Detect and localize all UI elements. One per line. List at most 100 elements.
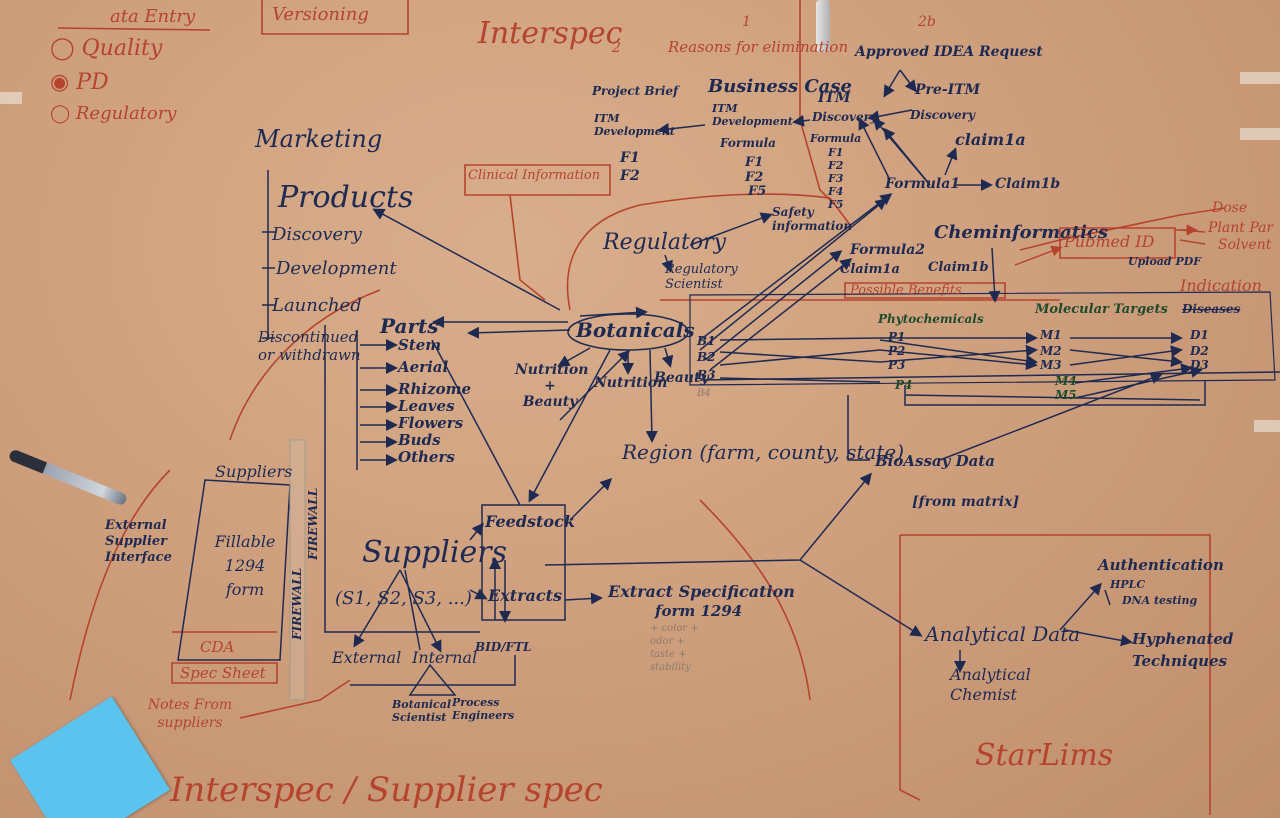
plant-part-label: Plant Par (1208, 220, 1274, 236)
claim1b-label-2: Claim1b (928, 260, 989, 275)
f1-label-b: F1 (745, 155, 764, 170)
formula2-label: Formula2 (850, 242, 926, 258)
tape-strip (1254, 420, 1280, 432)
regulatory-heading: Regulatory (603, 230, 727, 255)
starlims-heading: StarLims (975, 738, 1114, 773)
external-supplier-interface-label: External Supplier Interface (105, 518, 172, 565)
feedstock-label: Feedstock (485, 512, 575, 531)
discovery-label: Discovery (812, 110, 877, 124)
products-heading: Products (278, 180, 414, 215)
from-matrix-label: [from matrix] (912, 494, 1020, 510)
firewall-label: FIREWALL (290, 567, 304, 640)
parts-heading: Parts (380, 314, 439, 338)
f1-label: F1 (620, 150, 640, 166)
cda-label: CDA (200, 638, 235, 656)
reasons-label: Reasons for elimination (668, 38, 849, 56)
region-heading: Region (farm, county, state) (622, 440, 905, 464)
p2-label: P2 (888, 344, 906, 358)
hyphenated-techniques-label: Hyphenated Techniques (1132, 630, 1234, 670)
upload-pdf-label: Upload PDF (1128, 255, 1202, 268)
tape-strip (1240, 128, 1280, 140)
molecular-targets-label: Molecular Targets (1035, 302, 1168, 317)
cheminformatics-heading: Cheminformatics (934, 222, 1109, 243)
solvent-label: Solvent (1218, 237, 1272, 253)
hplc-label: HPLC (1110, 578, 1146, 591)
interspec-bottom-title: Interspec / Supplier spec (170, 770, 603, 810)
part-aerial: Aerial (398, 358, 449, 376)
radio-icon: ◯ (50, 36, 82, 61)
extract-specification-label: Extract Specification (608, 582, 795, 601)
possible-benefits-label: Possible Benefits (850, 283, 962, 298)
external-label: External (332, 648, 402, 667)
analytical-chemist-label: Analytical Chemist (950, 665, 1031, 704)
d1-label: D1 (1190, 328, 1209, 342)
part-leaves: Leaves (398, 397, 455, 415)
itm-development-label-2: ITM Development (594, 112, 675, 138)
launched-stage: Launched (272, 295, 362, 316)
radio-selected-icon: ◉ (50, 70, 77, 95)
pre-itm-label: Pre-ITM (915, 82, 981, 98)
tape-strip (0, 92, 22, 104)
part-rhizome: Rhizome (398, 380, 472, 398)
f2-label: F2 (620, 168, 640, 184)
formula-list-c: F1 F2 F3 F4 F5 (828, 146, 844, 211)
bid-ftl-label: BID/FTL (475, 640, 532, 654)
fillable-form-label: Fillable 1294 form (214, 532, 276, 599)
formula1-label: Formula1 (885, 176, 961, 192)
claim1a-label-2: Claim1a (840, 262, 900, 277)
diseases-label: Diseases (1182, 302, 1241, 316)
regulatory-option[interactable]: ◯ Regulatory (50, 103, 177, 124)
p4-label: P4 (895, 378, 913, 392)
development-stage: Development (276, 258, 397, 279)
m1-label: M1 (1040, 328, 1062, 342)
authentication-label: Authentication (1098, 556, 1224, 574)
m2-label: M2 (1040, 344, 1062, 358)
part-others: Others (398, 448, 455, 466)
notes-from-suppliers-label: Notes From suppliers (147, 697, 233, 731)
project-brief-label: Project Brief (592, 84, 679, 98)
interspec-top-title: Interspec (478, 16, 623, 51)
part-stem: Stem (398, 336, 442, 354)
discovery-stage: Discovery (272, 224, 362, 245)
d2-label: D2 (1190, 344, 1209, 358)
bioassay-label: BioAssay Data (875, 452, 995, 470)
pd-option[interactable]: ◉ PD (50, 70, 109, 95)
push-pin (816, 0, 830, 52)
part-buds: Buds (398, 431, 441, 449)
data-entry-label: ata Entry (110, 6, 196, 27)
circle-number-1: 1 (742, 14, 751, 30)
supplier-list: (S1, S2, S3, ...) (335, 588, 472, 609)
form-1294-label: form 1294 (655, 602, 743, 620)
p3-label: P3 (888, 358, 906, 372)
spec-notes: + color + odor + taste + stability (650, 623, 699, 673)
b1-label: B1 (697, 334, 716, 348)
internal-label: Internal (412, 648, 478, 667)
b4-label: B4 (697, 388, 711, 399)
tape-strip (1240, 72, 1280, 84)
extracts-label: Extracts (488, 586, 563, 605)
b2-label: B2 (697, 350, 716, 364)
d3-label: D3 (1190, 358, 1209, 372)
claim1b-label: Claim1b (995, 176, 1061, 192)
quality-option[interactable]: ◯ Quality (50, 36, 163, 61)
itm-development-label: ITM Development (712, 102, 793, 128)
suppliers-box-title: Suppliers (215, 462, 293, 481)
f5-label-b: F5 (748, 184, 767, 199)
suppliers-heading: Suppliers (362, 535, 507, 570)
beauty-label: Beauty (654, 370, 709, 386)
b3-label: B3 (697, 368, 716, 382)
formula-label-c: Formula (810, 132, 862, 145)
part-flowers: Flowers (398, 414, 464, 432)
botanicals-node: Botanicals (576, 318, 695, 342)
nutrition-beauty-label: Nutrition + Beauty (515, 362, 589, 410)
f2-label-b: F2 (745, 170, 764, 185)
circle-number-2b: 2b (918, 14, 936, 30)
versioning-label: Versioning (272, 4, 369, 25)
p1-label: P1 (888, 330, 906, 344)
clinical-information-label: Clinical Information (468, 168, 601, 183)
dose-label: Dose (1212, 200, 1248, 216)
discovery-label-2: Discovery (910, 108, 975, 122)
regulatory-scientist-label: Regulatory Scientist (665, 262, 738, 292)
m4-label: M4 (1055, 374, 1077, 388)
